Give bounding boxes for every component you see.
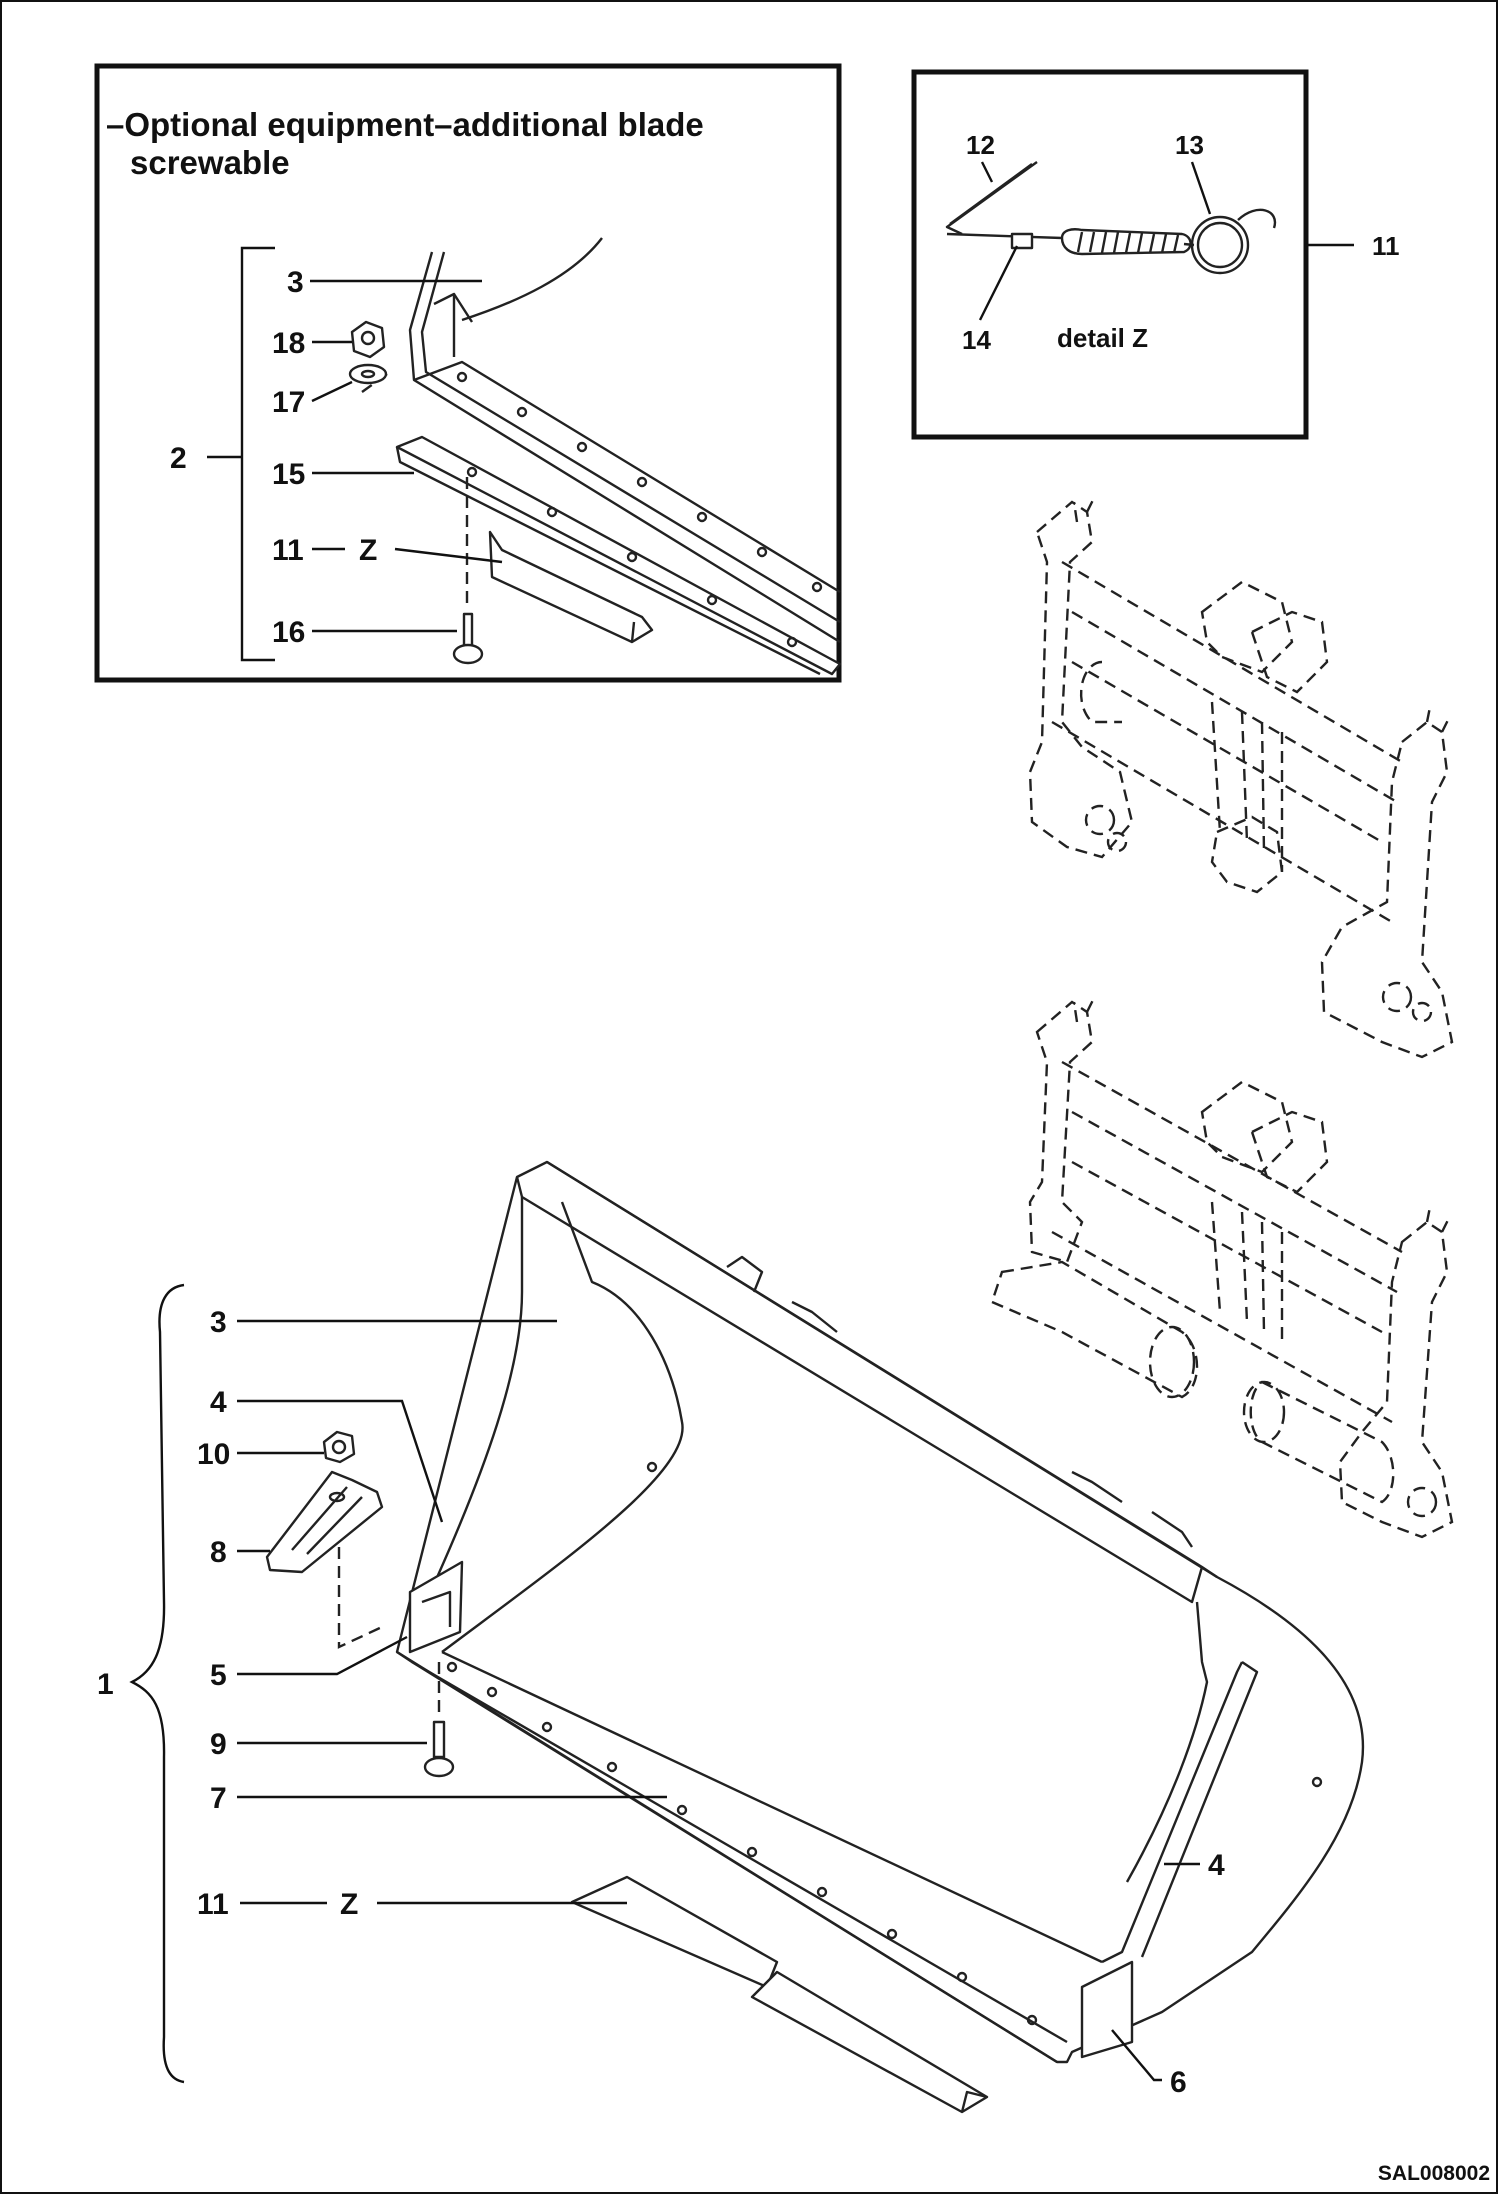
- inset-bolt-holes: [456, 371, 823, 648]
- inset-callout-Z: Z: [359, 534, 377, 567]
- detail-caption: detail Z: [1057, 323, 1148, 353]
- detail-callout-14: 14: [962, 325, 991, 355]
- detail-z-drawing: [945, 161, 1277, 275]
- main-callouts: 1 3 4 10 8 5 9 7 11 Z 4 6: [97, 1283, 1225, 2099]
- callout-3: 3: [210, 1306, 227, 1339]
- bucket-bolt-holes: [446, 1461, 1323, 2026]
- inset-callout-3: 3: [287, 266, 304, 299]
- inset-callout-18: 18: [272, 327, 305, 360]
- drawing-reference: SAL008002: [1378, 2162, 1490, 2185]
- bucket-adapter-5: [408, 1560, 464, 1654]
- callout-9: 9: [210, 1728, 227, 1761]
- inset-panel: –Optional equipment–additional blade scr…: [94, 63, 842, 683]
- inset-callout-17: 17: [272, 386, 305, 419]
- callout-1: 1: [97, 1668, 114, 1701]
- callout-8: 8: [210, 1536, 227, 1569]
- detail-callout-11: 11: [1372, 231, 1400, 261]
- inset-callout-16: 16: [272, 616, 305, 649]
- callout-11: 11: [197, 1888, 229, 1921]
- inset-callout-2: 2: [170, 442, 187, 475]
- callout-10: 10: [197, 1438, 230, 1471]
- inset-bucket-drawing: [348, 237, 842, 676]
- callout-6: 6: [1170, 2066, 1187, 2099]
- detail-callout-13: 13: [1175, 130, 1204, 160]
- bucket-shell: [395, 1160, 1365, 2064]
- inset-callout-11: 11: [272, 534, 304, 567]
- callout-7: 7: [210, 1782, 227, 1815]
- callout-4-upper: 4: [210, 1386, 227, 1419]
- quick-coupler-upper-dashed: [1028, 497, 1454, 1059]
- detail-ring: [1190, 215, 1250, 275]
- bucket-nut-10: [322, 1430, 356, 1464]
- bucket-bolt-9: [423, 1720, 455, 1778]
- inset-washer-drawing: [348, 363, 388, 385]
- inset-bolt-drawing: [452, 612, 484, 665]
- inset-nut-drawing: [350, 320, 386, 359]
- bucket-tooth-8: [265, 1470, 384, 1574]
- callout-Z: Z: [340, 1888, 358, 1921]
- bucket-wear-strip-a: [570, 1875, 779, 1989]
- callout-5: 5: [210, 1659, 227, 1692]
- inset-title-line1: –Optional equipment–additional blade: [106, 106, 704, 143]
- detail-z-panel: 12 13 14 detail Z 11: [911, 69, 1400, 440]
- inset-callout-15: 15: [272, 458, 305, 491]
- inset-title-line2: screwable: [130, 144, 290, 181]
- detail-callout-12: 12: [966, 130, 995, 160]
- group-1-brace: [129, 1283, 185, 2084]
- detail-clamp: [1010, 232, 1034, 250]
- callout-4-right: 4: [1208, 1849, 1225, 1882]
- bucket-wear-plate-6: [1080, 1960, 1134, 2059]
- bucket-drawing: [265, 1160, 1365, 2114]
- quick-coupler-lower-dashed: [990, 997, 1454, 1539]
